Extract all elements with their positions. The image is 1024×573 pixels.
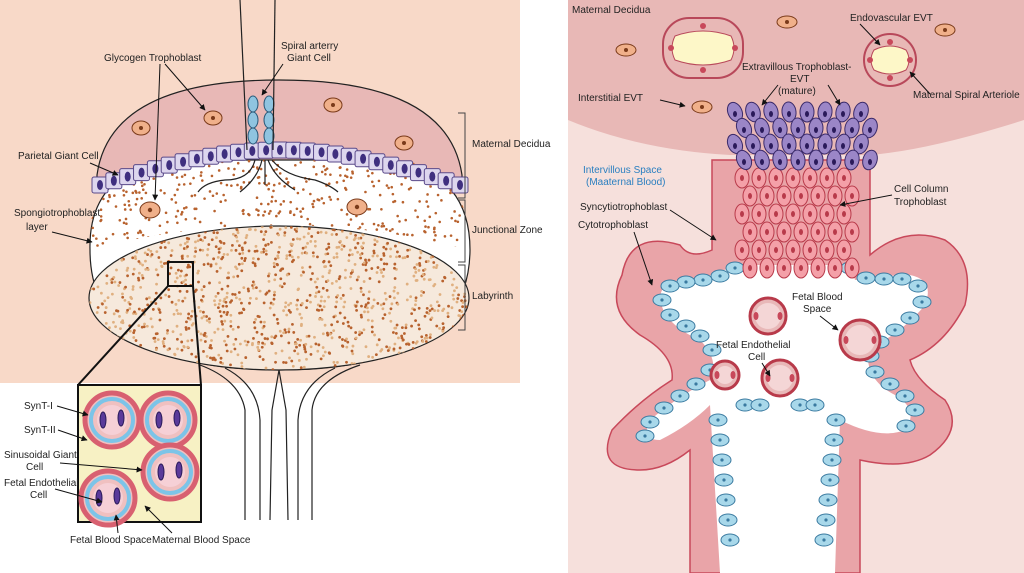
evt-label-2: EVT [790,74,809,85]
cell-column-label-2: Trophoblast [894,197,947,208]
synt-ii-label: SynT-II [24,425,56,436]
zone-brackets [458,112,466,331]
left-pointers [51,63,284,244]
syncytiotrophoblast-label: Syncytiotrophoblast [580,202,667,213]
maternal-spiral-arteriole-label: Maternal Spiral Arteriole [913,90,1020,101]
inset-sinusoids [78,390,200,528]
r-fetal-endo-label-2: Cell [748,352,765,363]
maternal-spiral-arterioles [662,17,917,87]
fetal-endo-label-1: Fetal Endothelial [4,478,79,489]
labyrinth-label: Labyrinth [472,291,513,302]
cytotrophoblast-label: Cytotrophoblast [578,220,648,231]
synt-i-label: SynT-I [24,401,53,412]
cell-column-label-1: Cell Column [894,184,948,195]
zoom-box [167,261,194,287]
extravillous-trophoblasts [726,101,878,171]
spiral-artery-label-2: Giant Cell [287,53,331,64]
glycogen-trophoblast-label: Glycogen Trophoblast [104,53,202,64]
fetal-endo-label-2: Cell [30,490,47,501]
umbilical-vessels [199,364,361,521]
spiral-artery-label-1: Spiral arterry [281,41,338,52]
endovascular-evt-label: Endovascular EVT [850,13,933,24]
parietal-giant-cell-layer [91,141,469,194]
evt-label-3: (mature) [778,86,816,97]
r-maternal-decidua-label: Maternal Decidua [572,5,651,16]
spongio-label-1: Spongiotrophoblast [14,208,100,219]
r-fetal-blood-space-label-2: Space [803,304,832,315]
maternal-blood-space-label: Maternal Blood Space [152,535,251,546]
sinusoidal-label-2: Cell [26,462,43,473]
interstitial-evt-label: Interstitial EVT [578,93,643,104]
parietal-giant-cell-label: Parietal Giant Cell [18,151,99,162]
intervillous-label-2: (Maaternal Blood) [586,177,665,188]
junctional-zone-label: Junctional Zone [472,225,543,236]
sinusoidal-label-1: Sinusoidal Giant [4,450,77,461]
spongio-label-2: layer [26,222,48,233]
inset-pointers [54,405,173,534]
spiral-artery [197,0,339,193]
interstitial-evt-cells [615,15,956,114]
maternal-decidua-label: Maternal Decidua [472,139,551,150]
glycogen-trophoblast-cells [131,97,414,219]
evt-label-1: Extravillous Trophoblast- [742,62,852,73]
r-fetal-endo-label-1: Fetal Endothelial [716,340,791,351]
r-fetal-blood-space-label-1: Fetal Blood [792,292,843,303]
intervillous-label-1: Intervillous Space [583,165,662,176]
right-pointers [633,23,931,377]
fetal-blood-space-label: Fetal Blood Space [70,535,152,546]
fetal-capillaries [709,296,882,398]
spiral-artery-giant-cells [247,95,275,145]
cell-column-trophoblasts [734,167,860,279]
